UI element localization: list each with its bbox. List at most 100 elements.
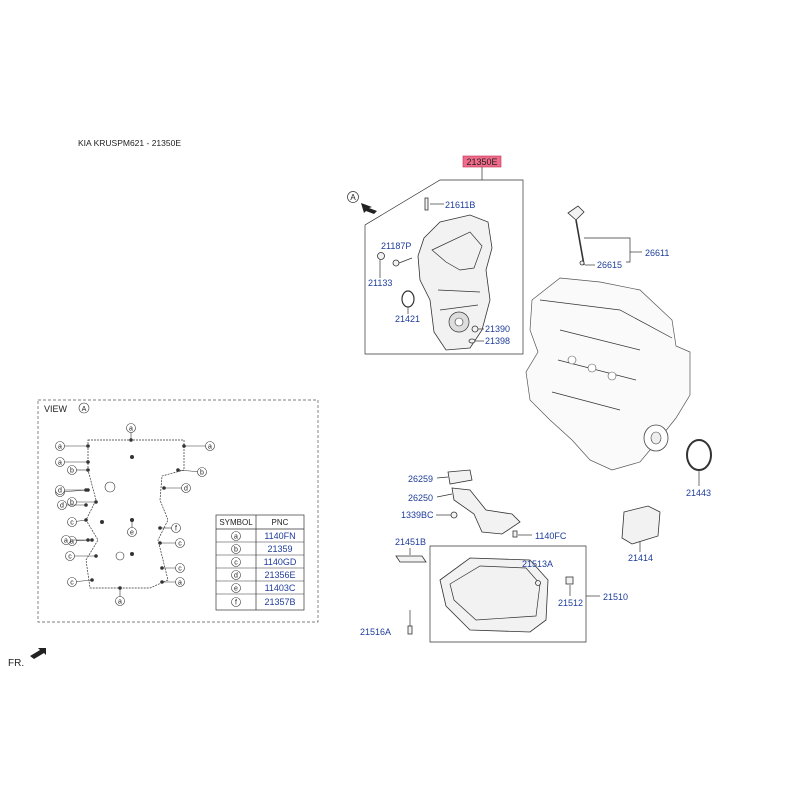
- callout-c-circle: [67, 577, 77, 587]
- callout-f-circle: [171, 523, 181, 533]
- callout-a-label: a: [178, 580, 182, 587]
- label-21398[interactable]: 21398: [485, 336, 510, 346]
- symbol-pnc-table: SYMBOL PNC a 1140FN b 21359 c 1140GD d 2…: [215, 514, 305, 611]
- callout-a-label: a: [64, 538, 68, 545]
- callout-a-label: a: [129, 426, 133, 433]
- pnc-link[interactable]: 21356E: [264, 570, 295, 580]
- seal-case-21414[interactable]: [621, 505, 661, 545]
- engine-block: [525, 277, 691, 471]
- label-21187p[interactable]: 21187P: [381, 241, 411, 251]
- label-26611[interactable]: 26611: [645, 248, 669, 258]
- baffle-21451b[interactable]: [395, 555, 427, 563]
- callout-a-circle: [205, 441, 215, 451]
- pnc-link[interactable]: 11403C: [265, 583, 296, 593]
- svg-text:A: A: [350, 193, 356, 202]
- gasket-21390[interactable]: [471, 325, 479, 333]
- bolt-point: [176, 468, 180, 472]
- timing-cover-part[interactable]: [417, 214, 493, 351]
- dipstick-part[interactable]: [567, 205, 585, 266]
- pnc-link[interactable]: 21357B: [264, 597, 295, 607]
- plug-21512[interactable]: [565, 576, 574, 585]
- bolt-point: [94, 554, 98, 558]
- bolt-21611b[interactable]: [424, 197, 429, 211]
- callout-a-circle: [55, 457, 65, 467]
- callout-c-label: c: [70, 520, 74, 527]
- label-21513a[interactable]: 21513A: [522, 559, 553, 569]
- label-26250[interactable]: 26250: [408, 493, 433, 503]
- label-26259[interactable]: 26259: [408, 474, 433, 484]
- label-21414[interactable]: 21414: [628, 553, 653, 563]
- callout-c-label: c: [70, 580, 74, 587]
- callout-e-label: e: [130, 530, 134, 537]
- callout-b-circle: [67, 497, 77, 507]
- bolt-point: [160, 580, 164, 584]
- svg-text:c: c: [234, 560, 238, 567]
- label-26615[interactable]: 26615: [597, 260, 622, 270]
- callout-c-circle: [175, 563, 185, 573]
- plug-21187p[interactable]: [392, 259, 400, 267]
- bolt-21516a[interactable]: [407, 625, 413, 635]
- callout-a-circle: [55, 441, 65, 451]
- callout-a-label: a: [70, 539, 74, 546]
- svg-text:e: e: [234, 586, 238, 593]
- label-21512[interactable]: 21512: [558, 598, 583, 608]
- label-1140fc[interactable]: 1140FC: [535, 531, 567, 541]
- callout-a-label: a: [58, 444, 62, 451]
- callout-c-label: c: [178, 566, 182, 573]
- rear-seal-21443[interactable]: [686, 439, 712, 471]
- arrow-icon: [361, 203, 377, 214]
- bolt-point: [129, 438, 133, 442]
- label-21510[interactable]: 21510: [603, 592, 628, 602]
- label-21516a[interactable]: 21516A: [360, 627, 391, 637]
- bolt-point: [130, 518, 134, 522]
- bolt-point: [86, 468, 90, 472]
- bolt-point: [84, 503, 88, 507]
- bolt-point: [158, 526, 162, 530]
- callout-d-circle: [55, 485, 65, 495]
- callout-d-circle: [57, 500, 67, 510]
- label-21421[interactable]: 21421: [395, 314, 420, 324]
- seal-21133[interactable]: [377, 252, 385, 260]
- callout-d-label: d: [184, 486, 188, 493]
- callout-b-circle: [67, 465, 77, 475]
- table-header-symbol: SYMBOL: [219, 518, 253, 527]
- svg-text:A: A: [82, 406, 87, 413]
- table-header-pnc: PNC: [272, 518, 289, 527]
- bolt-point: [84, 488, 88, 492]
- bolt-point: [162, 486, 166, 490]
- page-title: KIA KRUSPM621 - 21350E: [78, 138, 181, 148]
- front-label: FR.: [8, 658, 24, 669]
- pnc-link[interactable]: 21359: [267, 544, 292, 554]
- oil-seal-21421[interactable]: [401, 290, 415, 308]
- svg-text:d: d: [234, 573, 238, 580]
- callout-d-label: d: [58, 488, 62, 495]
- label-1339bc[interactable]: 1339BC: [401, 510, 434, 520]
- label-21133[interactable]: 21133: [368, 278, 392, 288]
- oil-pan-part[interactable]: [439, 557, 549, 633]
- callout-b-circle: [197, 467, 207, 477]
- oring-21398[interactable]: [468, 338, 476, 344]
- callout-a-label: a: [58, 460, 62, 467]
- svg-text:b: b: [234, 547, 238, 554]
- bolt-21513a[interactable]: [535, 580, 541, 586]
- bolt-point: [84, 518, 88, 522]
- svg-text:a: a: [234, 534, 238, 541]
- oil-strainer-part[interactable]: [447, 469, 521, 535]
- callout-a-circle: [175, 577, 185, 587]
- label-21611b[interactable]: 21611B: [445, 200, 475, 210]
- bolt-1140fc[interactable]: [512, 530, 518, 538]
- label-21443[interactable]: 21443: [686, 488, 711, 498]
- pnc-link[interactable]: 1140GD: [264, 557, 297, 567]
- pnc-link[interactable]: 1140FN: [264, 531, 295, 541]
- bolt-point: [86, 444, 90, 448]
- label-21390[interactable]: 21390: [485, 324, 510, 334]
- table-row: a 1140FN: [231, 531, 296, 541]
- view-a-box: [37, 399, 319, 623]
- table-row: f 21357B: [231, 597, 296, 607]
- label-21451b[interactable]: 21451B: [395, 537, 426, 547]
- main-part-callout[interactable]: 21350E: [462, 155, 502, 168]
- callout-d-label: d: [60, 503, 64, 510]
- bolt-point: [158, 541, 162, 545]
- bolt-1339bc[interactable]: [450, 511, 458, 519]
